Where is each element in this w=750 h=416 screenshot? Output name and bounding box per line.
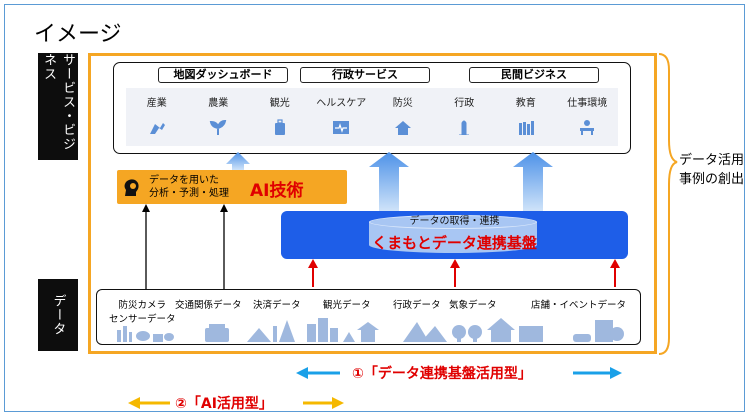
- industry-icon: [149, 123, 165, 134]
- tile-label: 観光: [269, 98, 290, 109]
- tile-education: 教育: [495, 88, 557, 146]
- head-icon: [124, 179, 139, 196]
- platform-title: くまもとデータ連携基盤: [372, 234, 537, 252]
- data-label-weather: 気象データ: [449, 300, 497, 311]
- plant-icon: [210, 119, 227, 135]
- data-utilization-line2: 事例の創出: [679, 172, 745, 187]
- tile-label: 防災: [392, 98, 413, 109]
- tower-icon: [459, 120, 470, 135]
- tile-label: 教育: [515, 98, 536, 109]
- ai-tech-bar: データを用いた 分析・予測・処理 AI技術: [117, 170, 347, 204]
- data-label-traffic: 交通関係データ: [175, 300, 242, 311]
- cylinder-top: [369, 215, 537, 229]
- data-label-payment: 決済データ: [253, 300, 301, 311]
- tile-label: 農業: [208, 98, 229, 109]
- sidebar-label-data: データ: [38, 279, 78, 351]
- tile-healthcare: ヘルスケア: [311, 88, 373, 146]
- header-gov-services: 行政サービス: [300, 67, 430, 83]
- legend-platform-type: ①「データ連携基盤活用型」: [352, 366, 532, 382]
- data-label-line1: 防災カメラ: [118, 300, 167, 311]
- city-silhouette-icon: [117, 318, 624, 342]
- tile-disaster-prevention: 防災: [372, 88, 434, 146]
- data-utilization-box: [88, 53, 657, 354]
- services-box: 地図ダッシュボード 行政サービス 民間ビジネス 産業 農業 観光 ヘルスケア 防…: [113, 62, 631, 154]
- heartbeat-icon: [333, 121, 350, 134]
- books-icon: [518, 121, 534, 135]
- data-utilization-line1: データ活用: [679, 153, 745, 168]
- header-private-business: 民間ビジネス: [469, 67, 599, 83]
- ai-title: AI技術: [250, 181, 304, 201]
- sidebar-label-services: サービス・ビジネス: [38, 53, 78, 160]
- tile-label: 仕事環境: [567, 98, 608, 109]
- data-label-line2: センサーデータ: [109, 314, 176, 325]
- data-sources-box: 防災カメラ センサーデータ 交通関係データ 決済データ 観光データ 行政データ …: [96, 289, 641, 345]
- header-map-dashboard: 地図ダッシュボード: [158, 67, 288, 83]
- tile-label: 行政: [454, 98, 475, 109]
- service-tiles: 産業 農業 観光 ヘルスケア 防災 行政 教育 仕事環境: [126, 88, 618, 146]
- data-label-disaster-camera: 防災カメラ センサーデータ: [109, 297, 176, 325]
- outer-frame: [4, 4, 745, 412]
- ai-description-line2: 分析・予測・処理: [149, 188, 229, 199]
- data-utilization-label: データ活用 事例の創出: [679, 151, 744, 189]
- tile-label: ヘルスケア: [316, 98, 367, 109]
- house-icon: [394, 121, 411, 135]
- tile-work-environment: 仕事環境: [557, 88, 619, 146]
- tile-label: 産業: [146, 98, 167, 109]
- tile-agriculture: 農業: [188, 88, 250, 146]
- tile-administration: 行政: [434, 88, 496, 146]
- ai-description-line1: データを用いた: [149, 175, 219, 186]
- kumamoto-data-platform: データの取得・連携 くまもとデータ連携基盤: [281, 211, 628, 259]
- legend-ai-type: ②「AI活用型」: [175, 396, 273, 412]
- page-title: イメージ: [34, 22, 122, 47]
- data-label-tourism: 観光データ: [323, 300, 371, 311]
- desk-icon: [580, 120, 595, 135]
- ai-description: データを用いた 分析・予測・処理: [149, 174, 229, 200]
- data-label-administration: 行政データ: [393, 300, 441, 311]
- tile-industry: 産業: [126, 88, 188, 146]
- tile-tourism: 観光: [249, 88, 311, 146]
- data-label-store-event: 店舗・イベントデータ: [531, 300, 627, 311]
- suitcase-icon: [274, 119, 285, 135]
- platform-subtitle: データの取得・連携: [409, 216, 500, 227]
